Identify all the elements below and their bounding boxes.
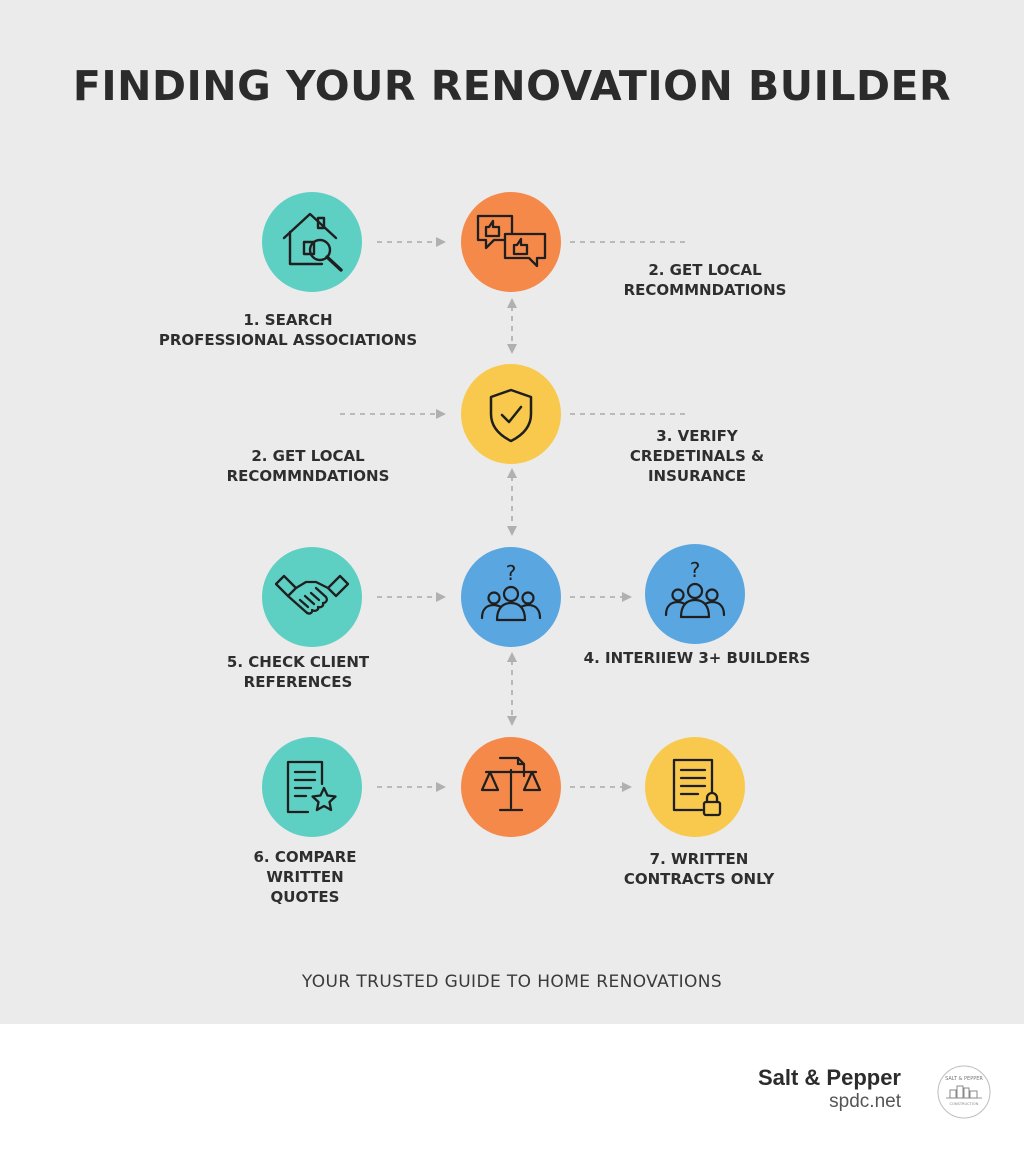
document-star-icon xyxy=(286,760,337,814)
brand-name: Salt & Pepper xyxy=(757,1065,901,1090)
brand-logo-icon: SALT & PEPPER CONSTRUCTION xyxy=(937,1065,991,1119)
step-verify xyxy=(461,364,561,464)
svg-text:CONSTRUCTION: CONSTRUCTION xyxy=(950,1102,979,1106)
step-quotes xyxy=(262,737,362,837)
step-interview-hub: ? xyxy=(461,547,561,647)
step-recommend xyxy=(461,192,561,292)
step-references xyxy=(262,547,362,647)
people-question-icon xyxy=(664,582,726,619)
label-recommend: 2. GET LOCAL RECOMMNDATIONS xyxy=(623,261,787,299)
scales-icon xyxy=(480,756,542,812)
people-question-icon xyxy=(480,585,542,622)
svg-text:?: ? xyxy=(506,561,517,585)
house-search-icon xyxy=(282,212,343,272)
step-contracts xyxy=(645,737,745,837)
label-interview: 4. INTERIIEW 3+ BUILDERS xyxy=(583,649,811,667)
page-title: FINDING YOUR RENOVATION BUILDER xyxy=(72,62,952,110)
handshake-icon xyxy=(274,574,350,615)
step-search xyxy=(262,192,362,292)
svg-text:SALT & PEPPER: SALT & PEPPER xyxy=(945,1076,983,1082)
label-references: 5. CHECK CLIENT REFERENCES xyxy=(226,653,370,691)
label-verify: 3. VERIFY CREDETINALS & INSURANCE xyxy=(629,427,765,485)
label-recommend-repeat: 2. GET LOCAL RECOMMNDATIONS xyxy=(226,447,390,485)
step-interview: ? xyxy=(645,544,745,644)
document-lock-icon xyxy=(672,758,722,817)
label-contracts: 7. WRITTEN CONTRACTS ONLY xyxy=(623,850,775,888)
tagline: YOUR TRUSTED GUIDE TO HOME RENOVATIONS xyxy=(301,972,723,992)
label-search: 1. SEARCH PROFESSIONAL ASSOCIATIONS xyxy=(158,311,418,349)
step-compare-hub xyxy=(461,737,561,837)
infographic-panel: FINDING YOUR RENOVATION BUILDER xyxy=(0,0,1024,1024)
svg-text:?: ? xyxy=(690,558,701,582)
shield-check-icon xyxy=(489,388,533,443)
brand-block: Salt & Pepper spdc.net xyxy=(758,1065,901,1113)
brand-url: spdc.net xyxy=(829,1091,901,1112)
flow-diagram: ? ? xyxy=(262,192,745,837)
thumbs-up-speech-icon xyxy=(476,214,547,268)
label-quotes: 6. COMPARE WRITTEN QUOTES xyxy=(253,848,357,906)
